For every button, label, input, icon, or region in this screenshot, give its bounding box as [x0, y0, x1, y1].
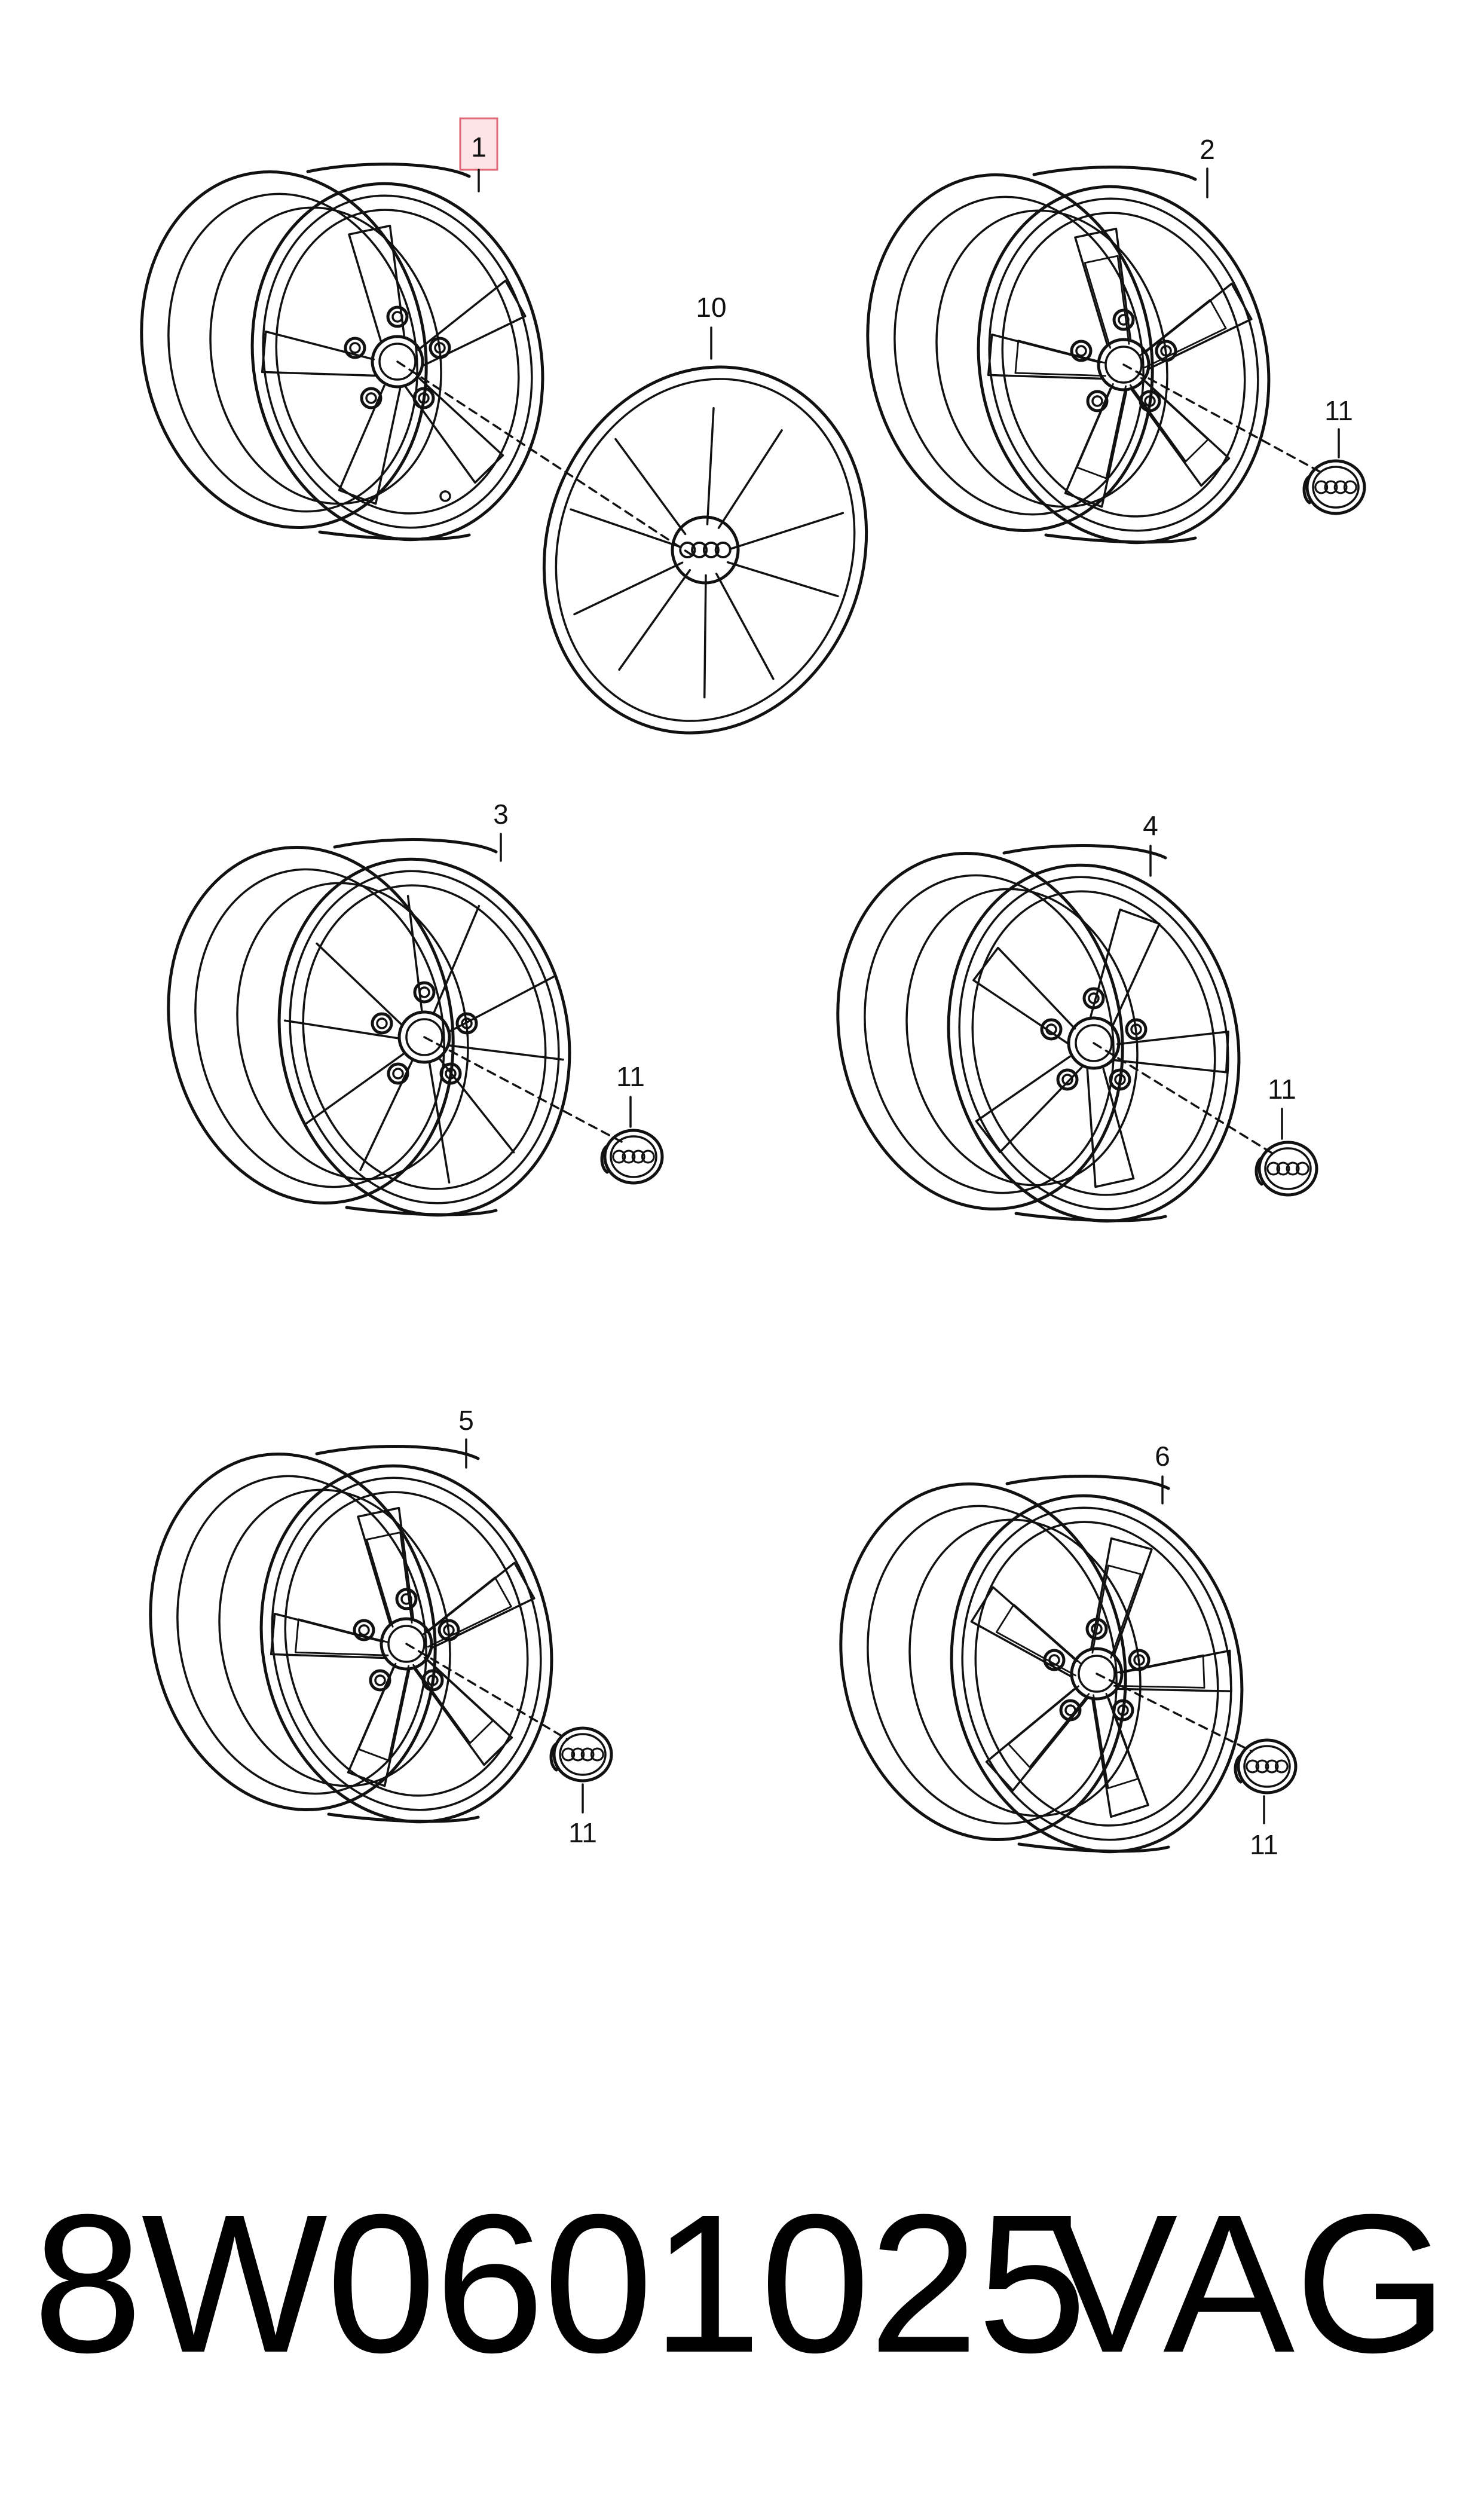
callout-4: 4: [1143, 810, 1158, 841]
part-number: 8W0601025: [33, 2173, 1087, 2393]
callout-1: 1: [471, 132, 486, 163]
wheel-2: [836, 148, 1301, 570]
callout-11-wheel-5: 11: [568, 1817, 597, 1848]
center-cap-wheel-5: [551, 1728, 611, 1781]
callout-6: 6: [1155, 1441, 1170, 1472]
wheel-6: [809, 1457, 1274, 1879]
callout-2: 2: [1200, 134, 1215, 165]
wheel-5: [118, 1427, 584, 1849]
callout-3: 3: [493, 799, 509, 830]
footer: 8W0601025 VAG: [0, 2164, 1484, 2403]
wheel-1: [109, 145, 575, 567]
center-cap-wheel-3: [602, 1130, 662, 1183]
center-cap-wheel-4: [1256, 1142, 1317, 1195]
center-cap-wheel-6: [1235, 1740, 1296, 1793]
wheel-cover-10: [527, 365, 883, 735]
callout-5: 5: [458, 1405, 474, 1436]
callout-10: 10: [696, 292, 726, 323]
callout-11-wheel-3: 11: [616, 1061, 645, 1092]
center-cap-wheel-2: [1304, 461, 1364, 513]
wheel-parts-diagram: 1 10 2 11 3 11 4: [0, 117, 1484, 2128]
callout-11-wheel-4: 11: [1268, 1074, 1296, 1105]
wheel-4: [806, 827, 1271, 1249]
brand-label: VAG: [1046, 2173, 1448, 2393]
callout-11-wheel-2: 11: [1324, 395, 1353, 426]
wheel-3: [136, 821, 602, 1243]
callout-11-wheel-6: 11: [1250, 1829, 1278, 1860]
